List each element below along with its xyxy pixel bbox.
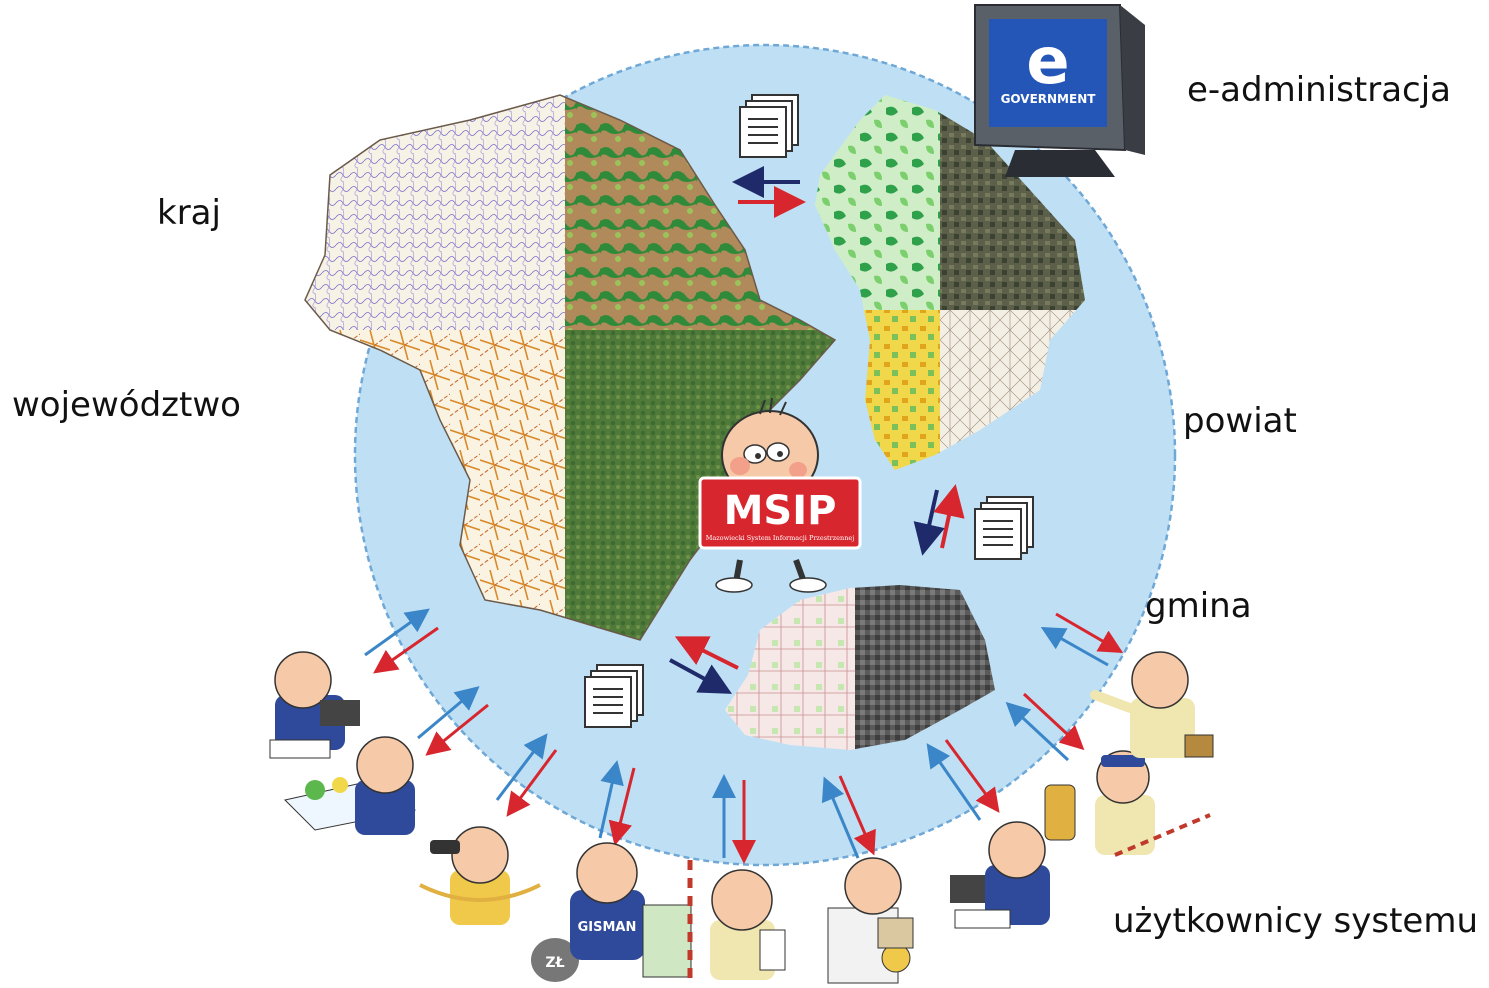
user-figure <box>950 821 1050 929</box>
label-uzytkownicy-systemu: użytkownicy systemu <box>1113 901 1478 941</box>
user-figure <box>687 860 786 985</box>
user-figure: ZŁ GISMAN <box>531 842 692 982</box>
label-powiat: powiat <box>1183 401 1297 441</box>
document-icon <box>584 664 644 728</box>
user-figure <box>1090 651 1214 758</box>
user-figure <box>1044 750 1211 857</box>
label-wojewodztwo: województwo <box>12 385 241 425</box>
svg-text:GISMAN: GISMAN <box>578 920 637 935</box>
svg-text:GOVERNMENT: GOVERNMENT <box>1001 92 1097 106</box>
user-figure <box>827 857 914 984</box>
document-icon <box>974 496 1034 560</box>
label-kraj: kraj <box>157 193 221 233</box>
gmina-wojewodztwo-arrows <box>669 636 739 694</box>
document-icon <box>739 94 799 158</box>
user-figure <box>269 651 360 759</box>
svg-text:Mazowiecki System Informacji P: Mazowiecki System Informacji Przestrzenn… <box>706 534 855 542</box>
msip-mascot: MSIP Mazowiecki System Informacji Przest… <box>698 397 862 593</box>
svg-text:e: e <box>1026 25 1069 99</box>
svg-text:MSIP: MSIP <box>724 488 837 534</box>
label-e-administracja: e-administracja <box>1187 70 1451 110</box>
user-figure <box>284 736 417 835</box>
label-gmina: gmina <box>1145 586 1252 626</box>
user-arrows <box>364 608 1124 864</box>
monitor-icon: e GOVERNMENT <box>974 4 1145 177</box>
svg-text:ZŁ: ZŁ <box>545 955 564 971</box>
user-figure <box>419 826 541 925</box>
powiat-gmina-arrows <box>913 484 965 556</box>
kraj-powiat-arrows <box>732 166 806 218</box>
